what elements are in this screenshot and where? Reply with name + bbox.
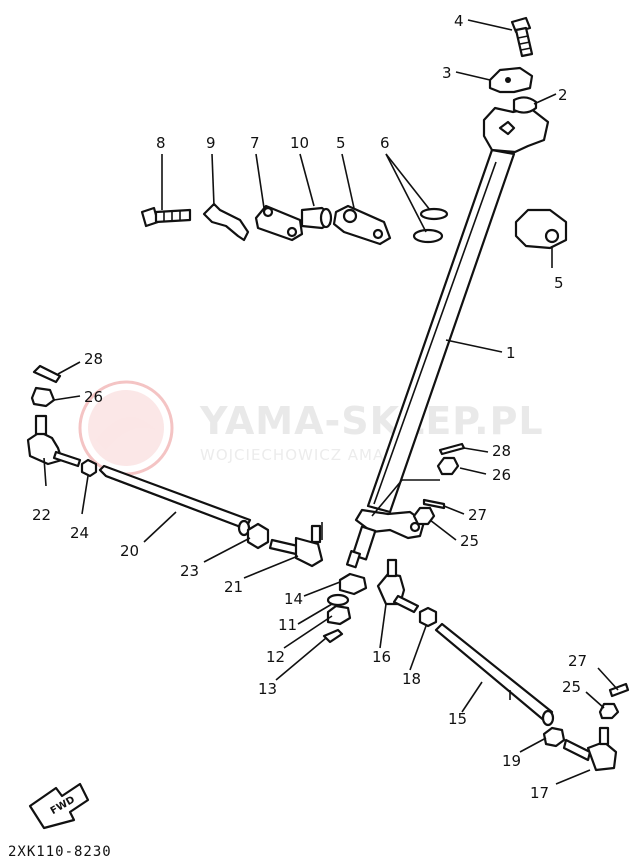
callout-23: 23 bbox=[180, 562, 199, 580]
callout-26-mid: 26 bbox=[492, 466, 511, 484]
callout-28-mid: 28 bbox=[492, 442, 511, 460]
callout-25-right: 25 bbox=[562, 678, 581, 696]
callout-19: 19 bbox=[502, 752, 521, 770]
callout-26-left: 26 bbox=[84, 388, 103, 406]
callout-27-mid: 27 bbox=[468, 506, 487, 524]
callout-2: 2 bbox=[558, 86, 568, 104]
callout-15: 15 bbox=[448, 710, 467, 728]
callout-28-left: 28 bbox=[84, 350, 103, 368]
callout-5-right: 5 bbox=[554, 274, 564, 292]
watermark: YAMA-SKLEP.PL WOJCIECHOWICZ AMAHA bbox=[78, 380, 544, 476]
callout-8: 8 bbox=[156, 134, 166, 152]
column-top-parts bbox=[488, 16, 538, 114]
callout-20: 20 bbox=[120, 542, 139, 560]
right-tie-rod-assembly bbox=[376, 558, 630, 772]
watermark-subtitle: WOJCIECHOWICZ AMAHA bbox=[200, 446, 408, 464]
callout-22: 22 bbox=[32, 506, 51, 524]
steering-column bbox=[345, 106, 550, 569]
callout-7: 7 bbox=[250, 134, 260, 152]
callout-17: 17 bbox=[530, 784, 549, 802]
callout-9: 9 bbox=[206, 134, 216, 152]
callout-24: 24 bbox=[70, 524, 89, 542]
right-clamp bbox=[514, 208, 568, 250]
callout-14: 14 bbox=[284, 590, 303, 608]
callout-10: 10 bbox=[290, 134, 309, 152]
callout-11: 11 bbox=[278, 616, 297, 634]
fwd-arrow: FWD bbox=[28, 782, 90, 830]
callout-4: 4 bbox=[454, 12, 464, 30]
callout-16: 16 bbox=[372, 648, 391, 666]
callout-5-top: 5 bbox=[336, 134, 346, 152]
leader-lines bbox=[43, 19, 619, 785]
column-arm-fasteners bbox=[412, 442, 466, 526]
callout-21: 21 bbox=[224, 578, 243, 596]
callout-labels: 1 2 3 4 5 5 6 7 8 9 10 11 12 13 14 15 16… bbox=[32, 12, 587, 802]
diagram-code: 2XK110-8230 bbox=[8, 844, 112, 860]
callout-25-mid: 25 bbox=[460, 532, 479, 550]
column-lower-parts bbox=[322, 572, 368, 644]
callout-1: 1 bbox=[506, 344, 516, 362]
clamp-assembly-parts bbox=[140, 202, 449, 246]
callout-18: 18 bbox=[402, 670, 421, 688]
callout-6: 6 bbox=[380, 134, 390, 152]
callout-13: 13 bbox=[258, 680, 277, 698]
callout-12: 12 bbox=[266, 648, 285, 666]
left-tie-rod-assembly bbox=[26, 364, 324, 568]
callout-27-right: 27 bbox=[568, 652, 587, 670]
callout-3: 3 bbox=[442, 64, 452, 82]
watermark-title: YAMA-SKLEP.PL bbox=[199, 399, 544, 443]
